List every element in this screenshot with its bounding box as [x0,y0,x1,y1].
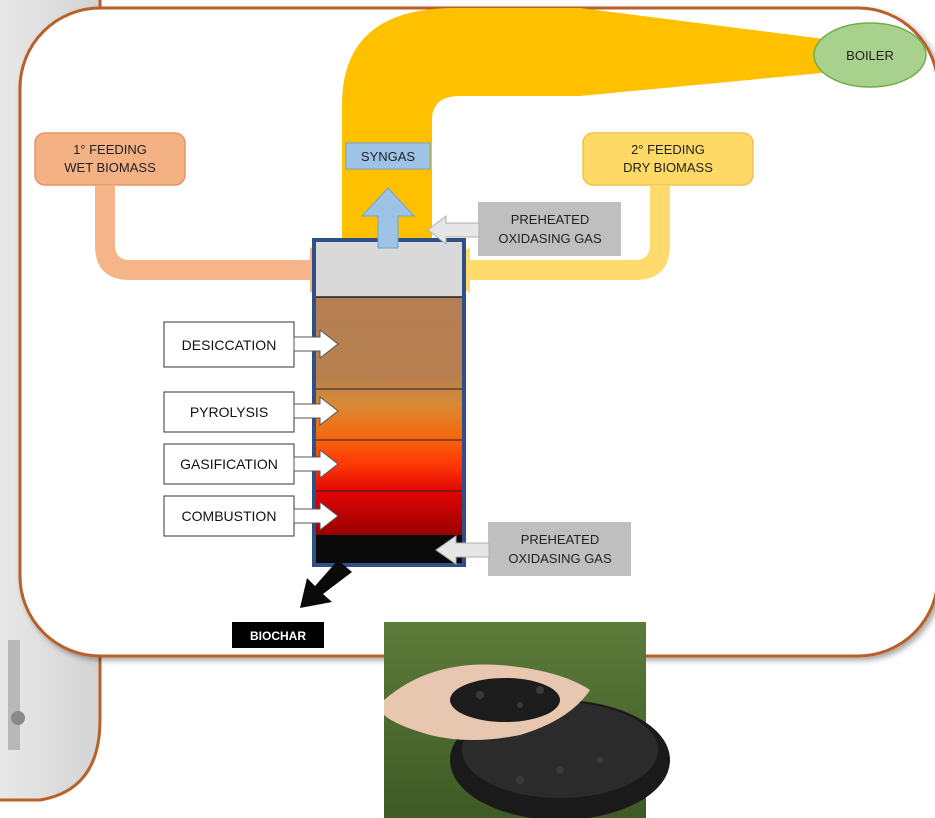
boiler-label: BOILER [846,48,894,63]
syngas-up-arrow [360,187,416,249]
stage-box-gasification[interactable] [163,443,295,485]
feed2-line1: 2° FEEDING [631,142,705,157]
feed1-line1: 1° FEEDING [73,142,147,157]
preheated-gas-top-box[interactable] [478,202,621,256]
biochar-photo [384,622,670,818]
preheated-top-line1: PREHEATED [511,212,590,227]
biochar-label: BIOCHAR [250,629,306,643]
preheated-bottom-line2: OXIDASING GAS [508,551,612,566]
feed1-arrow [95,186,345,293]
preheated-gas-top-arrow [427,214,480,246]
feed2-box[interactable] [582,132,754,186]
stage-box-combustion[interactable] [163,495,295,537]
reactor-top-zone [314,240,464,297]
gasification-label: GASIFICATION [180,456,278,472]
feed2-line2: DRY BIOMASS [623,160,713,175]
process-arrow [293,500,339,532]
photo-cart-wheel [11,711,25,725]
syngas-box[interactable] [345,142,431,170]
combustion-label: COMBUSTION [182,508,277,524]
biochar-box[interactable] [232,622,324,648]
biochar-out-arrow [300,560,352,608]
process-arrow [293,395,339,427]
preheated-bottom-line1: PREHEATED [521,532,600,547]
feed1-box[interactable] [34,132,186,186]
main-frame [18,6,935,658]
feed2-arrow [435,186,670,293]
preheated-top-line2: OXIDASING GAS [498,231,602,246]
process-arrow [293,448,339,480]
preheated-gas-bottom-arrow [435,535,490,565]
preheated-gas-bottom-box[interactable] [488,522,631,576]
process-arrow [293,328,339,360]
reactor-process-zone [314,297,464,535]
boiler-vessel [813,22,927,88]
syngas-label: SYNGAS [361,149,416,164]
background-photo-border [0,0,102,802]
feed1-line2: WET BIOMASS [64,160,156,175]
stage-box-desiccation[interactable] [163,321,295,368]
pyrolysis-label: PYROLYSIS [190,404,268,420]
photo-cart-leg [8,640,20,750]
desiccation-label: DESICCATION [182,337,277,353]
syngas-duct [342,8,832,240]
stage-box-pyrolysis[interactable] [163,391,295,433]
